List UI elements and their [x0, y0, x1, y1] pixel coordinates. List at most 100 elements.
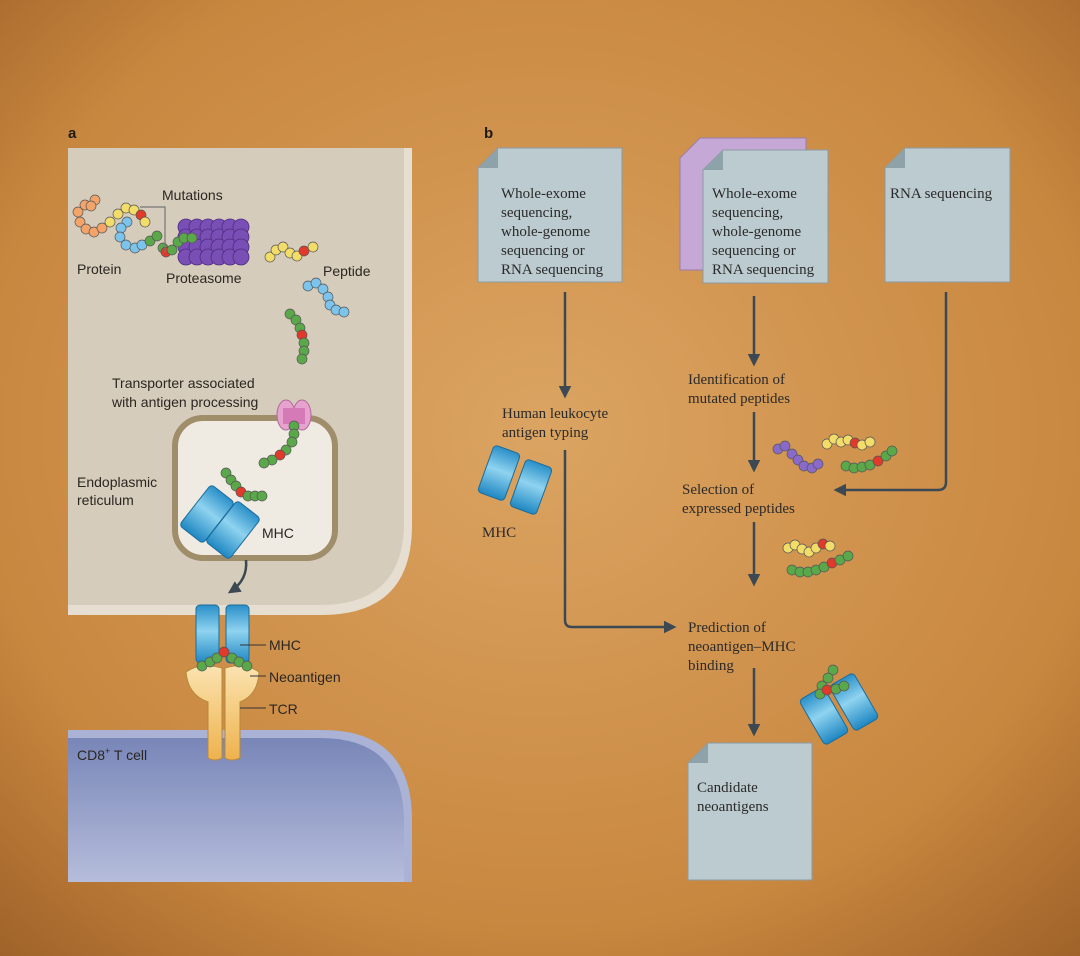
mutated-residue — [298, 245, 310, 257]
arrow-hla-to-prediction — [563, 450, 677, 634]
panel-b-label: b — [484, 125, 493, 142]
document-fold — [688, 743, 708, 763]
amino-acid-residue — [120, 239, 132, 251]
hla-line: antigen typing — [502, 425, 589, 441]
mhc-er-label: MHC — [262, 525, 294, 541]
arrow-rna-to-selection — [833, 292, 948, 497]
amino-acid-residue — [211, 652, 223, 664]
amino-acid-residue — [114, 231, 126, 243]
mhc-molecule-surface — [195, 604, 250, 664]
amino-acid-residue — [827, 664, 839, 676]
peptide-label: Peptide — [323, 263, 371, 279]
amino-acid-residue — [310, 277, 322, 289]
amino-acid-residue — [96, 222, 108, 234]
amino-acid-residue — [822, 672, 834, 684]
amino-acid-residue — [812, 458, 824, 470]
mhc-surface-label: MHC — [269, 637, 301, 653]
amino-acid-residue — [779, 440, 791, 452]
amino-acid-residue — [151, 230, 163, 242]
doc1-line: sequencing, — [501, 205, 572, 221]
amino-acid-residue — [258, 457, 270, 469]
tap-label-line2: with antigen processing — [111, 394, 258, 410]
amino-acid-residue — [886, 445, 898, 457]
er-label-line2: reticulum — [77, 492, 134, 508]
amino-acid-residue — [824, 540, 836, 552]
protein-label: Protein — [77, 261, 121, 277]
amino-acid-residue — [256, 490, 268, 502]
amino-acid-residue — [139, 216, 151, 228]
export-arrow — [227, 559, 248, 594]
peptide-chains-a — [72, 194, 350, 672]
tap-label-line1: Transporter associated — [112, 375, 255, 391]
proteasome-subunit — [232, 248, 250, 266]
tcell-label: CD8+ T cell — [77, 746, 147, 763]
er-label-line1: Endoplasmic — [77, 474, 157, 490]
doc1-text: Whole-exomesequencing,whole-genomesequen… — [501, 186, 604, 278]
mhc-molecule-er — [180, 485, 260, 559]
doc2-line: whole-genome — [712, 224, 801, 240]
candidate-text: Candidate neoantigens — [697, 780, 769, 815]
amino-acid-residue — [166, 244, 178, 256]
amino-acid-residue — [115, 222, 127, 234]
selection-line: Selection of — [682, 482, 754, 498]
amino-acid-residue — [307, 241, 319, 253]
amino-acid-residue — [112, 208, 124, 220]
document-fold — [478, 148, 498, 168]
doc3-text: RNA sequencing — [890, 186, 993, 202]
doc2-line: Whole-exome — [712, 186, 797, 202]
amino-acid-residue — [264, 251, 276, 263]
mutated-residue — [274, 449, 286, 461]
panel-b: b Whole-exome sequencing, whole-genome sequ… — [477, 125, 1011, 881]
hla-line: Human leukocyte — [502, 406, 609, 422]
amino-acid-residue — [241, 660, 253, 672]
neoantigen-label: Neoantigen — [269, 669, 341, 685]
peptide-chains-b — [772, 433, 898, 700]
amino-acid-residue — [72, 206, 84, 218]
amino-acid-residue — [317, 283, 329, 295]
doc1-line: sequencing or — [501, 243, 585, 259]
mhc-icon-hla — [477, 445, 553, 515]
proteasome-label: Proteasome — [166, 270, 242, 286]
prediction-line: binding — [688, 658, 734, 674]
mutated-residue — [821, 684, 833, 696]
mutations-leader — [140, 206, 166, 252]
mhc-label-b: MHC — [482, 525, 516, 541]
doc3-line: RNA sequencing — [890, 186, 993, 202]
amino-acid-residue — [296, 353, 308, 365]
prediction-text: Prediction of neoantigen–MHC binding — [688, 620, 795, 674]
amino-acid-residue — [277, 241, 289, 253]
doc2-text: Whole-exome sequencing, whole-genome sequen… — [712, 186, 815, 278]
amino-acid-residue — [838, 680, 850, 692]
doc2-line: sequencing or — [712, 243, 796, 259]
document-fold — [703, 150, 723, 170]
mutated-residue — [872, 455, 884, 467]
panel-a-label: a — [68, 125, 77, 142]
doc1-line: RNA sequencing — [501, 262, 604, 278]
prediction-line: neoantigen–MHC — [688, 639, 795, 655]
amino-acid-residue — [85, 200, 97, 212]
t-cell — [68, 738, 404, 882]
mutations-label: Mutations — [162, 187, 223, 203]
prediction-line: Prediction of — [688, 620, 766, 636]
doc1-line: Whole-exome — [501, 186, 586, 202]
candidate-line: neoantigens — [697, 799, 769, 815]
amino-acid-residue — [338, 306, 350, 318]
document-rna-sequencing — [884, 147, 1011, 283]
identification-line: mutated peptides — [688, 391, 790, 407]
hla-typing-text: Human leukocyte antigen typing — [502, 406, 609, 441]
document-fold — [885, 148, 905, 168]
identification-line: Identification of — [688, 372, 785, 388]
candidate-line: Candidate — [697, 780, 758, 796]
mutated-residue — [218, 646, 230, 658]
amino-acid-residue — [286, 436, 298, 448]
amino-acid-residue — [104, 216, 116, 228]
panel-a: a — [68, 125, 412, 882]
doc2-line: sequencing, — [712, 205, 783, 221]
amino-acid-residue — [74, 216, 86, 228]
doc2-line: RNA sequencing — [712, 262, 815, 278]
amino-acid-residue — [864, 436, 876, 448]
document-sequencing-normal — [477, 147, 623, 283]
identification-text: Identification of mutated peptides — [688, 372, 790, 407]
